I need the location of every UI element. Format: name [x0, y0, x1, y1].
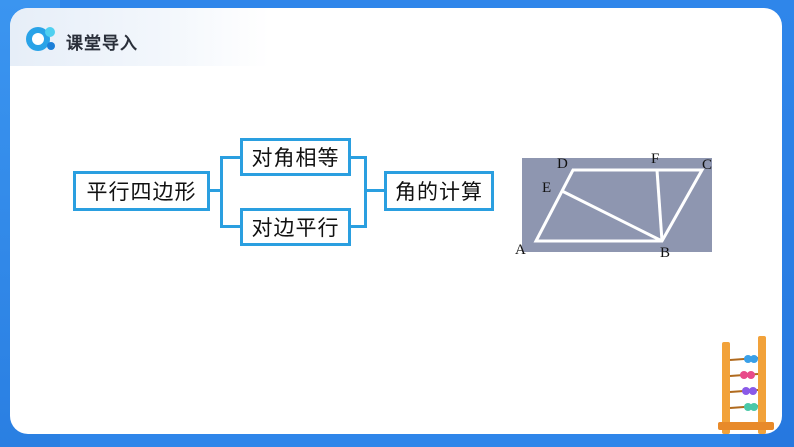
- header-band: [10, 8, 270, 66]
- parallelogram-abcd: [533, 168, 705, 243]
- connector-to-property-1: [220, 156, 240, 159]
- logo-icon: [26, 27, 55, 51]
- label-A: A: [515, 242, 526, 258]
- connector-from-property-1: [351, 156, 367, 159]
- property-box-1: 对角相等: [240, 138, 351, 176]
- label-B: B: [660, 245, 670, 261]
- connector-root-stub: [210, 189, 223, 192]
- property-box-2: 对边平行: [240, 208, 351, 246]
- connector-from-property-2: [351, 225, 367, 228]
- property-label-1: 对角相等: [251, 146, 340, 170]
- abacus-icon: [718, 336, 774, 434]
- root-box: 平行四边形: [73, 171, 210, 211]
- label-C: C: [702, 157, 712, 173]
- segment-eb: [561, 189, 663, 243]
- label-F: F: [651, 151, 659, 167]
- segment-fb: [655, 169, 664, 242]
- slide-card: 课堂导入 平行四边形 对角相等 对边平行 角的计算 A B C D E F: [10, 8, 782, 434]
- result-box: 角的计算: [384, 171, 494, 211]
- connector-result-stub: [364, 189, 384, 192]
- connector-right-vertical: [364, 156, 367, 228]
- result-label: 角的计算: [395, 180, 483, 204]
- label-E: E: [542, 180, 551, 196]
- header-title: 课堂导入: [66, 34, 138, 54]
- parallelogram-figure: A B C D E F: [515, 151, 712, 261]
- connector-to-property-2: [220, 225, 240, 228]
- root-label: 平行四边形: [86, 180, 197, 204]
- property-label-2: 对边平行: [251, 216, 340, 240]
- label-D: D: [557, 156, 568, 172]
- connector-left-vertical: [220, 156, 223, 228]
